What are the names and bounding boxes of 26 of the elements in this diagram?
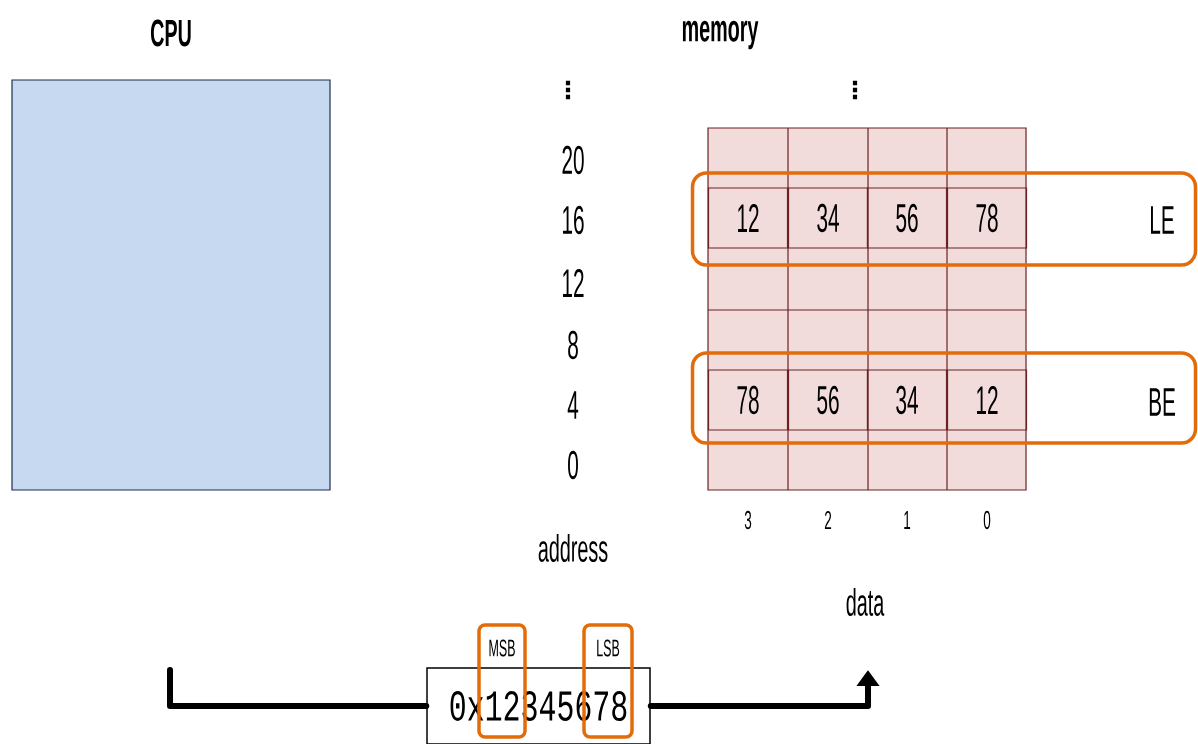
byte-index: 0 — [983, 510, 991, 530]
heading: CPU — [150, 19, 191, 47]
frame-label: LE — [1151, 206, 1174, 234]
address-value: 12 — [563, 269, 584, 297]
heading: memory — [682, 20, 759, 50]
address-value: 8 — [568, 330, 578, 360]
frame-label: BE — [1149, 388, 1175, 416]
address-value: 4 — [567, 391, 579, 419]
address-value: 16 — [563, 205, 584, 235]
byte-index: 2 — [824, 510, 832, 530]
address-value: 20 — [562, 145, 584, 175]
memory-cell: 56 — [866, 187, 948, 249]
memory-cell: 12 — [707, 187, 789, 249]
memory-cell: 34 — [787, 187, 869, 249]
address-value: 0 — [568, 450, 578, 480]
axis-label: data — [846, 588, 885, 616]
memory-cell: 12 — [946, 369, 1028, 431]
byte-index: 3 — [744, 510, 752, 530]
dots: ⋮ — [852, 80, 858, 100]
memory-cell: 34 — [866, 369, 948, 431]
memory-cell: 56 — [787, 369, 869, 431]
byte-index: 1 — [904, 511, 911, 529]
memory-cell: 78 — [946, 187, 1028, 249]
axis-label: address — [538, 534, 608, 562]
dots: ⋮ — [565, 80, 571, 100]
memory-cell: 78 — [707, 369, 789, 431]
